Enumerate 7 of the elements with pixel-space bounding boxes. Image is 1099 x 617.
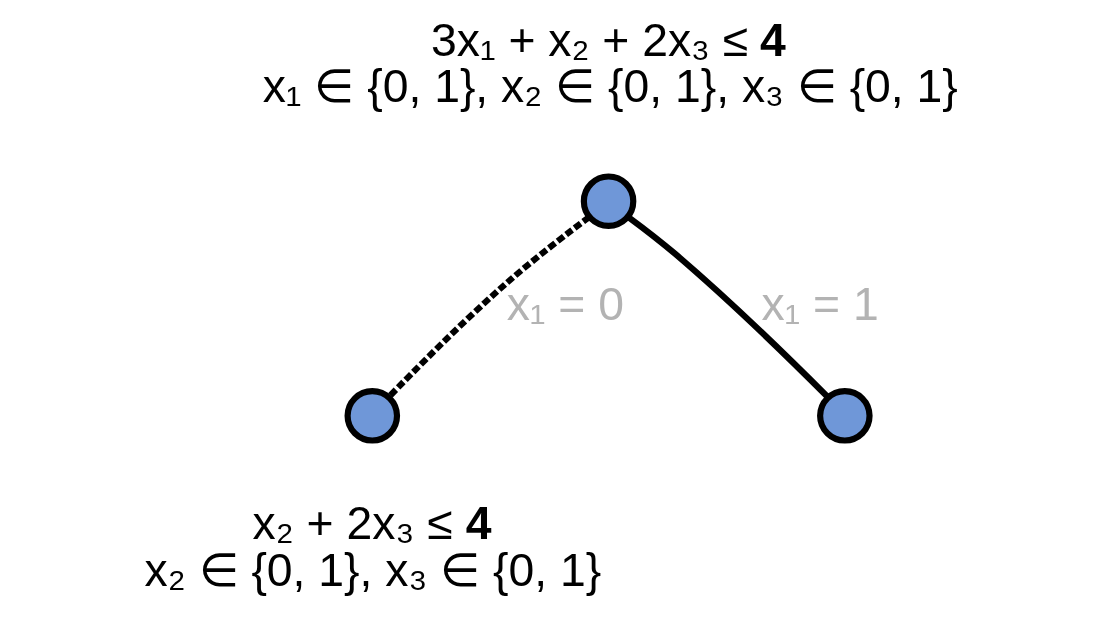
edge-label: x₁ = 0 (506, 278, 624, 331)
edge-label: x₁ = 1 (761, 278, 879, 331)
node-circle (344, 388, 401, 444)
connector (626, 214, 831, 400)
node-circle (580, 173, 637, 229)
connector (386, 214, 592, 400)
node-circle (817, 388, 873, 444)
